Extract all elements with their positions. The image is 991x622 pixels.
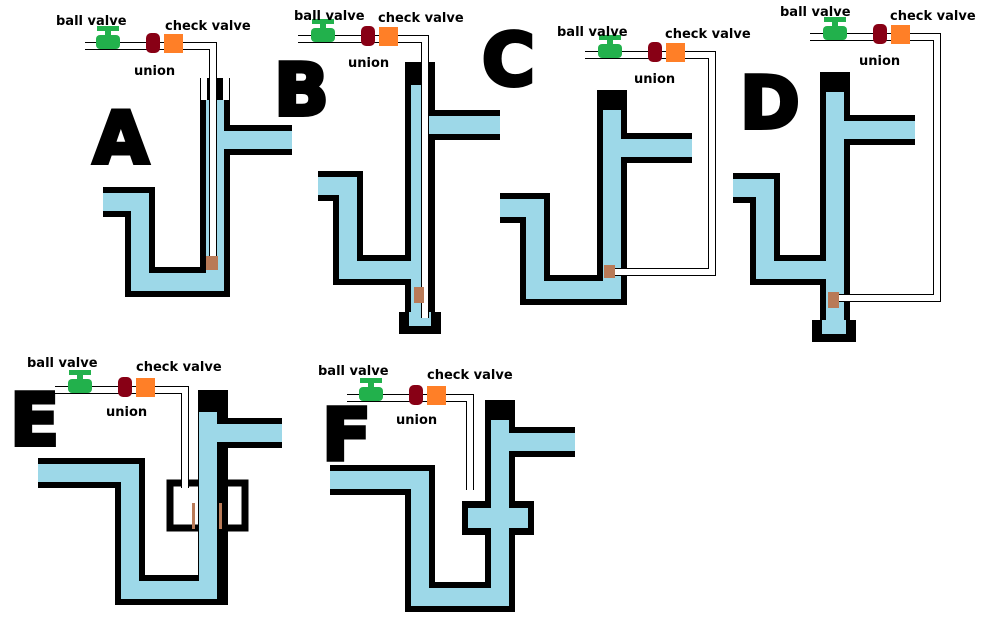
- ball-valve-label: ball valve: [557, 25, 628, 40]
- panel-e: E ball valve check valve union: [8, 356, 282, 605]
- test-plug: [414, 287, 424, 303]
- check-valve-label: check valve: [165, 19, 251, 34]
- panel-letter: F: [322, 393, 371, 477]
- check-valve-label: check valve: [665, 27, 751, 42]
- panel-a: A ball valve check valve union: [56, 14, 292, 297]
- check-valve-label: check valve: [378, 11, 464, 26]
- panel-letter: D: [740, 61, 800, 145]
- ball-valve-label: ball valve: [27, 356, 98, 371]
- panel-f: F ball valve check valve union: [318, 364, 575, 612]
- panel-letter: C: [482, 18, 535, 102]
- ball-valve-label: ball valve: [318, 364, 389, 379]
- panel-letter: B: [274, 48, 329, 132]
- check-valve-label: check valve: [890, 9, 976, 24]
- panel-letter: E: [10, 378, 59, 462]
- check-valve-label: check valve: [427, 368, 513, 383]
- union-label: union: [106, 405, 147, 420]
- union-label: union: [859, 54, 900, 69]
- test-plug: [219, 503, 222, 529]
- panel-letter: A: [93, 96, 149, 180]
- union-label: union: [634, 72, 675, 87]
- panel-c: C ball valve check valve union: [480, 16, 751, 305]
- ball-valve-label: ball valve: [56, 14, 127, 29]
- panel-d: D ball valve check valve union: [733, 5, 976, 342]
- ball-valve-label: ball valve: [294, 9, 365, 24]
- union-label: union: [348, 56, 389, 71]
- panel-b: B ball valve check valve union: [272, 9, 500, 334]
- union-label: union: [134, 64, 175, 79]
- test-plug: [604, 265, 615, 278]
- ball-valve-label: ball valve: [780, 5, 851, 20]
- test-plug: [192, 503, 195, 529]
- check-valve-label: check valve: [136, 360, 222, 375]
- union-label: union: [396, 413, 437, 428]
- test-plug: [828, 292, 839, 308]
- test-plug: [206, 256, 218, 270]
